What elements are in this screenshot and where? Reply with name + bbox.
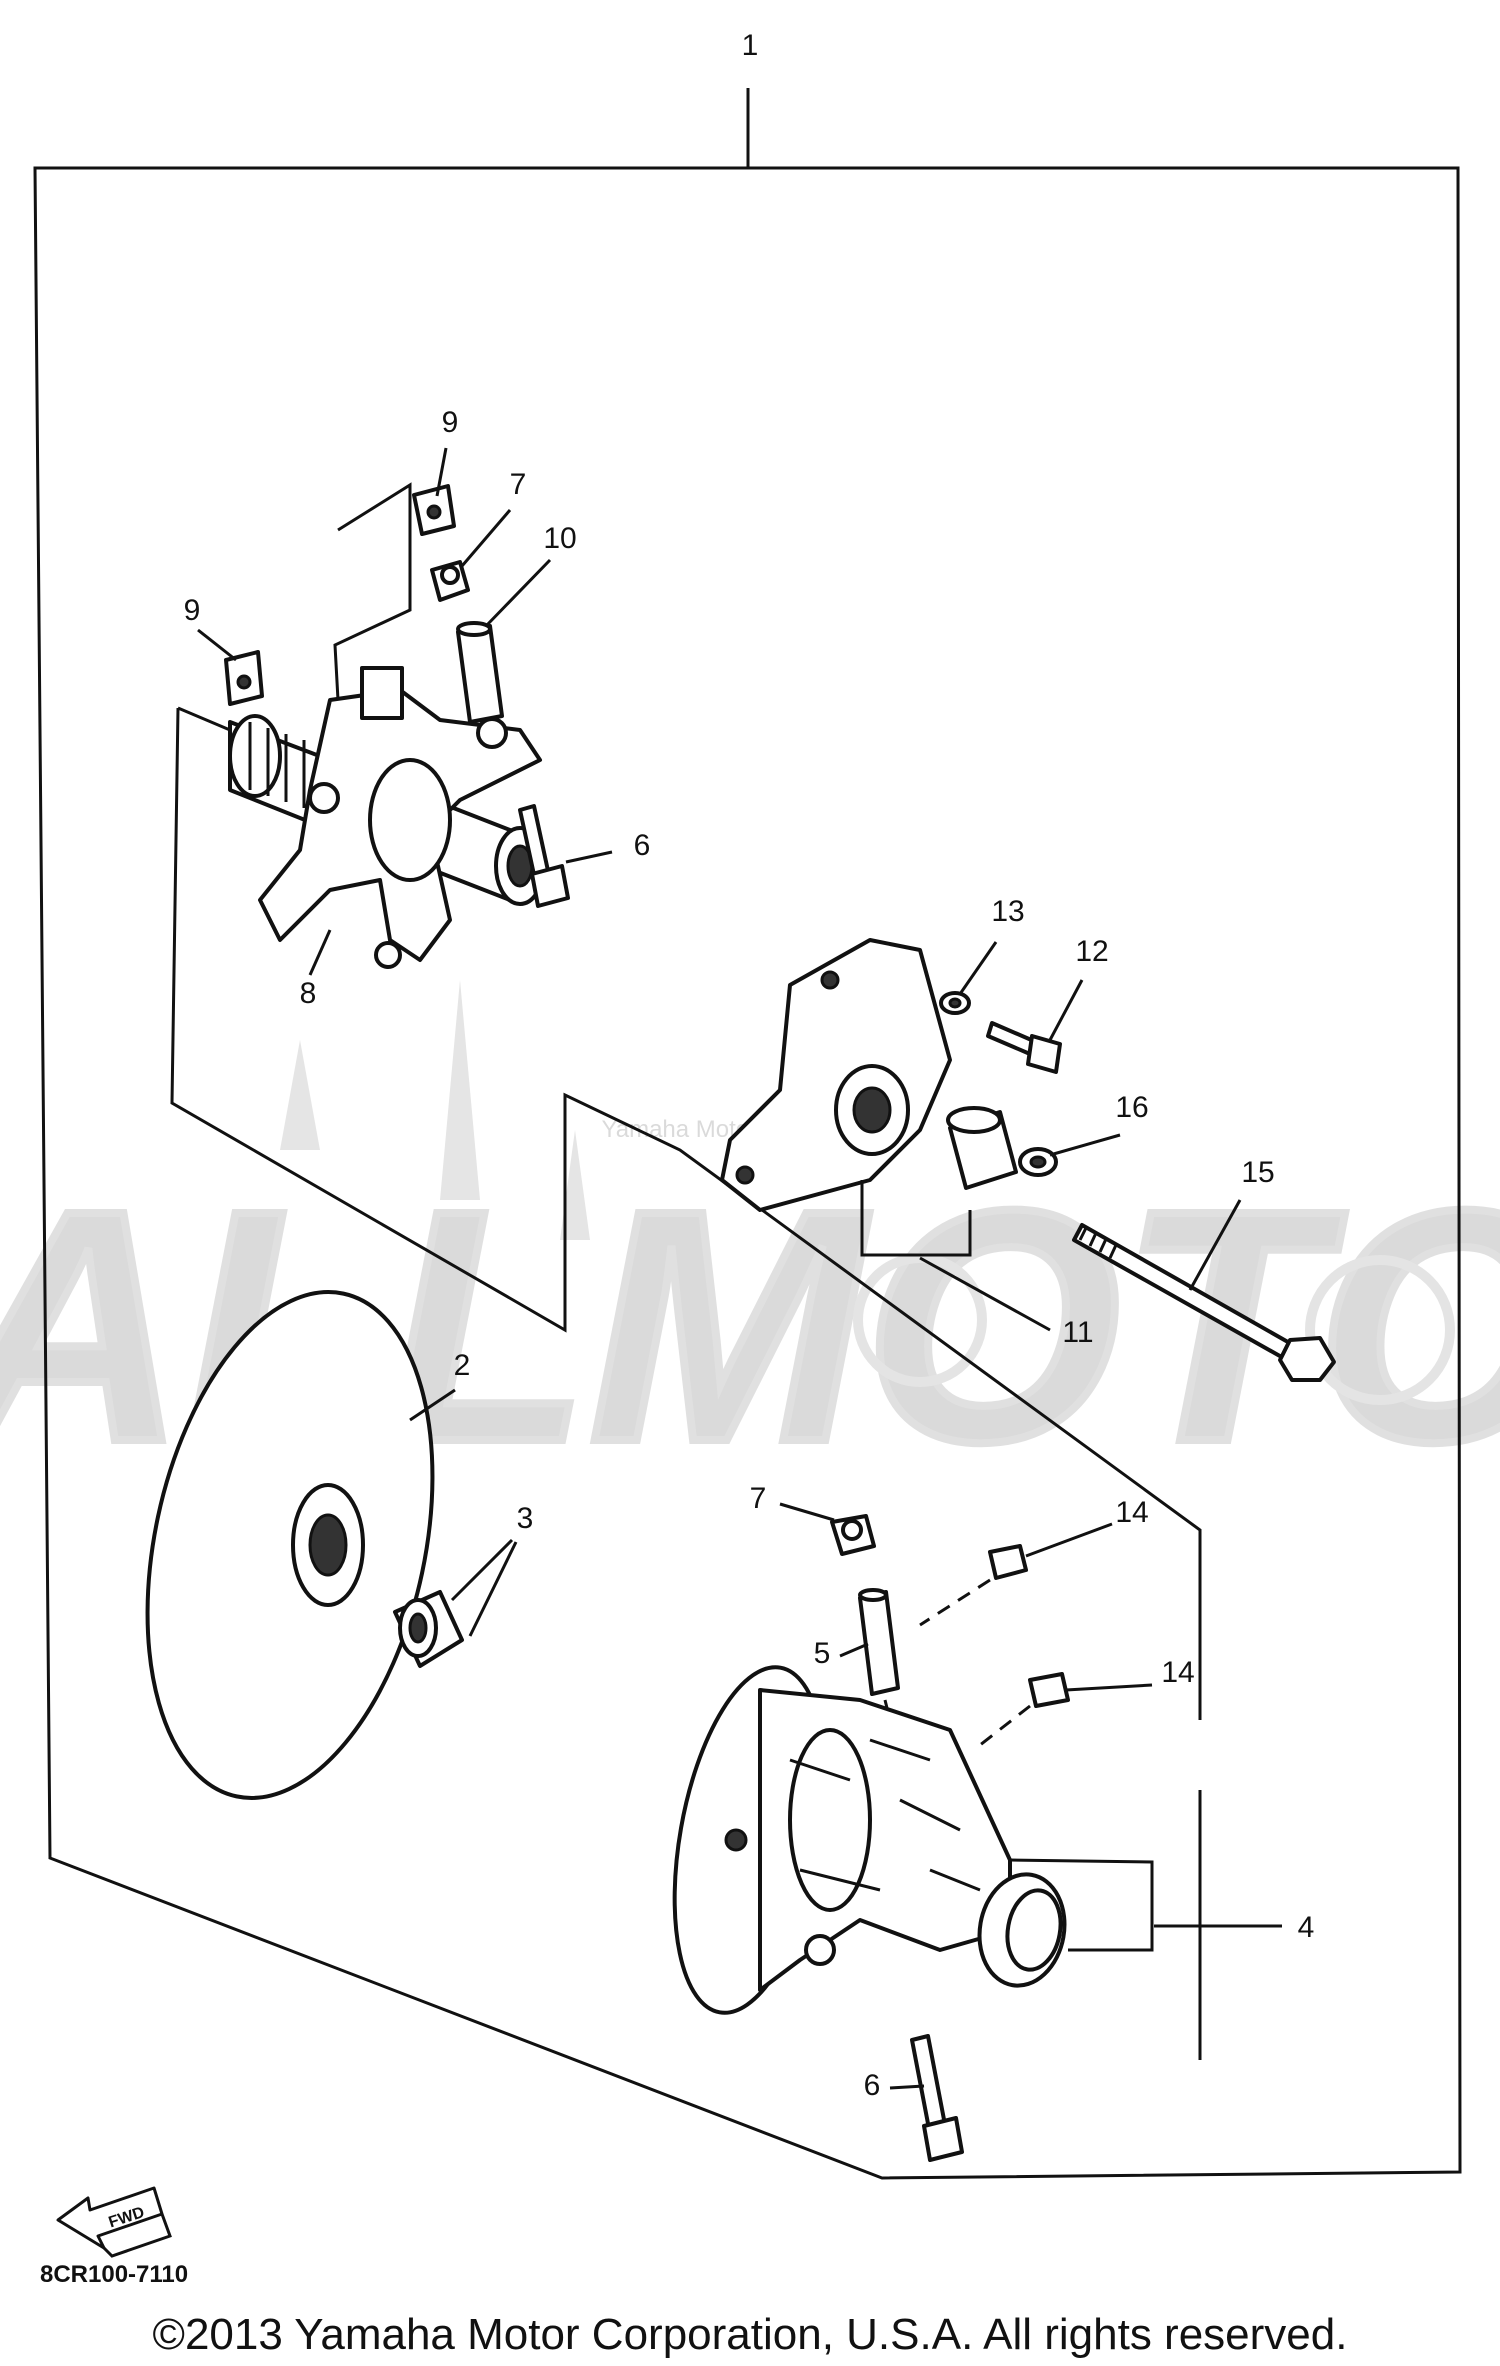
part-6-upper-bolt — [518, 804, 570, 908]
callout-13-leader — [958, 941, 998, 995]
callout-15-leader — [1188, 1199, 1242, 1291]
part-10-pin — [456, 621, 504, 724]
callout-9-upper: 9 — [442, 406, 459, 439]
callout-11-leader — [919, 1256, 1051, 1332]
callout-9-left: 9 — [184, 594, 201, 627]
diagram-code: 8CR100-7110 — [40, 2261, 188, 2288]
part-5-pin — [858, 1588, 900, 1696]
group-line-spider-left — [177, 706, 231, 732]
group-line-11 — [860, 1180, 972, 1257]
callout-6-lower: 6 — [864, 2069, 881, 2102]
callout-8: 8 — [300, 977, 317, 1010]
part-4-movable-sheave — [672, 1665, 1012, 2015]
part-7-lower — [830, 1514, 876, 1556]
callout-6-lower-leader — [889, 2084, 925, 2090]
group-line-4 — [1009, 1858, 1154, 1952]
callout-7-lower-leader — [779, 1502, 835, 1522]
callout-12: 12 — [1075, 935, 1108, 968]
callout-2-leader — [409, 1388, 456, 1422]
callout-14-upper: 14 — [1115, 1496, 1148, 1529]
part-11-cover — [720, 938, 952, 1212]
callout-9-upper-leader — [435, 447, 448, 497]
callout-9-left-leader — [197, 628, 237, 662]
callout-7-lower: 7 — [750, 1482, 767, 1515]
callout-5-leader — [839, 1642, 869, 1658]
part-3-roller — [393, 1590, 464, 1668]
callout-16: 16 — [1115, 1091, 1148, 1124]
part-16-washer — [1018, 1147, 1058, 1177]
callout-13: 13 — [991, 895, 1024, 928]
callout-6-upper: 6 — [634, 829, 651, 862]
callout-2: 2 — [454, 1349, 471, 1382]
part-4-seal — [977, 1872, 1067, 1988]
callout-3: 3 — [517, 1502, 534, 1535]
callout-10-leader — [484, 558, 552, 628]
part-8-spider-assembly — [228, 666, 546, 969]
callout-3-leader-b — [468, 1541, 518, 1637]
fwd-arrow-icon: FWD — [56, 2186, 172, 2258]
callout-15: 15 — [1241, 1156, 1274, 1189]
callout-7-upper: 7 — [510, 468, 527, 501]
part-13-washer — [939, 991, 971, 1015]
part-15-long-bolt — [1072, 1223, 1336, 1382]
callout-3-leader-a — [450, 1538, 514, 1602]
callout-7-upper-leader — [460, 509, 512, 567]
callout-14-upper-leader — [1025, 1522, 1113, 1558]
callout-12-leader — [1048, 979, 1084, 1041]
part-6-lower-bolt — [910, 2034, 964, 2162]
dash-line-14-upper — [919, 1578, 991, 1627]
callout-10: 10 — [543, 522, 576, 555]
part-7-upper — [430, 560, 470, 602]
callout-8-leader — [308, 929, 332, 976]
part-2-sheave — [145, 1290, 435, 1800]
part-9-left — [224, 650, 264, 706]
callout-5: 5 — [814, 1637, 831, 1670]
callout-4: 4 — [1298, 1911, 1315, 1944]
callout-14-lower: 14 — [1161, 1656, 1194, 1689]
copyright-notice: ©2013 Yamaha Motor Corporation, U.S.A. A… — [152, 2310, 1348, 2359]
callout-16-leader — [1049, 1133, 1121, 1157]
callout-1: 1 — [742, 29, 759, 62]
part-14-upper — [988, 1544, 1028, 1580]
part-12-bolt — [986, 1021, 1062, 1074]
callout-14-lower-leader — [1065, 1683, 1153, 1692]
assembly-frame — [33, 166, 1462, 2180]
callout-6-upper-leader — [565, 850, 613, 864]
part-14-lower — [1028, 1672, 1070, 1708]
watermark-wheel-icon — [1305, 1255, 1455, 1405]
callout-11: 11 — [1062, 1316, 1093, 1349]
dash-line-14-lower — [979, 1704, 1031, 1747]
group-line-spider-top — [333, 482, 412, 701]
part-11-bushing — [946, 1106, 1018, 1190]
part-9-upper — [412, 484, 456, 536]
